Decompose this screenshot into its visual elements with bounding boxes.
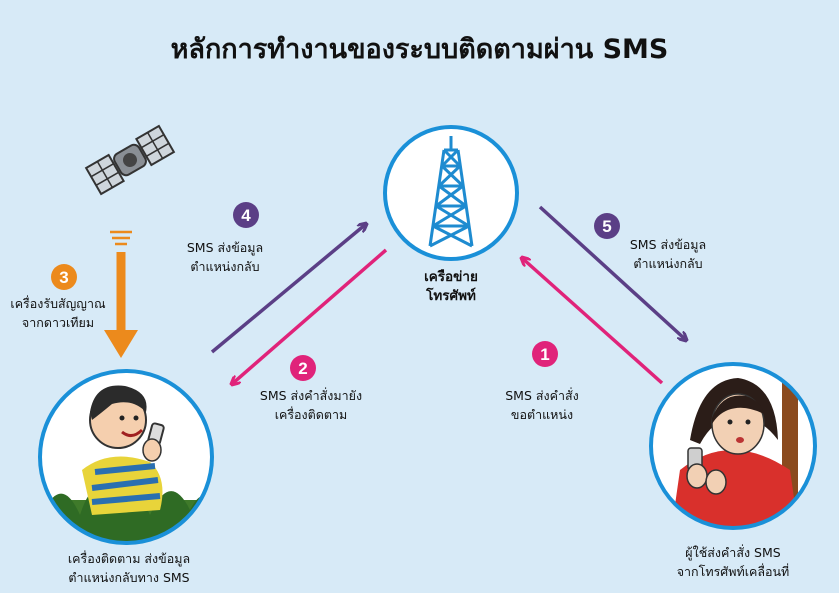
tracker-label-line2: ตำแหน่งกลับทาง SMS: [68, 570, 190, 585]
step-5-line2: ตำแหน่งกลับ: [633, 256, 703, 271]
step-3-line1: เครื่องรับสัญญาณ: [10, 296, 106, 311]
tracker-label-line1: เครื่องติดตาม ส่งข้อมูล: [67, 551, 191, 566]
step-3-text: เครื่องรับสัญญาณ จากดาวเทียม: [0, 294, 116, 332]
step-4-arrow: [210, 224, 366, 354]
step-3-line2: จากดาวเทียม: [21, 315, 95, 330]
step-2-text: SMS ส่งคำสั่งมายัง เครื่องติดตาม: [246, 386, 376, 424]
step-4-line2: ตำแหน่งกลับ: [190, 259, 260, 274]
step-2-number: 2: [298, 359, 307, 378]
step-4-number: 4: [241, 206, 251, 225]
step-3-arrow: [104, 230, 138, 358]
diagram-title: หลักการทำงานของระบบติดตามผ่าน SMS: [170, 34, 669, 65]
step-3-badge: 3: [51, 264, 77, 290]
tower-label-line1: เครือข่าย: [424, 269, 478, 285]
tower-label-line2: โทรศัพท์: [426, 288, 476, 304]
step-4-line1: SMS ส่งข้อมูล: [186, 240, 264, 255]
step-2-line1: SMS ส่งคำสั่งมายัง: [259, 388, 363, 403]
tracker-node: [38, 369, 214, 545]
step-5-arrow: [538, 205, 686, 340]
user-node: [649, 362, 817, 530]
step-1-text: SMS ส่งคำสั่ง ขอตำแหน่ง: [490, 386, 594, 424]
step-3-number: 3: [59, 268, 68, 287]
tracker-label: เครื่องติดตาม ส่งข้อมูล ตำแหน่งกลับทาง S…: [40, 549, 218, 587]
tower-node: [383, 125, 519, 261]
step-5-badge: 5: [594, 213, 620, 239]
tower-label: เครือข่าย โทรศัพท์: [401, 268, 501, 306]
step-4-badge: 4: [233, 202, 259, 228]
step-2-badge: 2: [290, 355, 316, 381]
step-5-number: 5: [602, 217, 611, 236]
step-4-text: SMS ส่งข้อมูล ตำแหน่งกลับ: [170, 238, 280, 276]
satellite-icon: [84, 124, 176, 196]
step-5-text: SMS ส่งข้อมูล ตำแหน่งกลับ: [612, 235, 724, 273]
step-1-number: 1: [540, 345, 549, 364]
step-1-badge: 1: [532, 341, 558, 367]
step-1-arrow: [522, 258, 664, 385]
step-1-line1: SMS ส่งคำสั่ง: [505, 388, 579, 403]
step-1-line2: ขอตำแหน่ง: [510, 407, 574, 422]
step-2-arrow: [232, 248, 388, 384]
user-label-line2: จากโทรศัพท์เคลื่อนที่: [676, 564, 790, 579]
user-label: ผู้ใช้ส่งคำสั่ง SMS จากโทรศัพท์เคลื่อนที…: [648, 543, 818, 581]
step-5-line1: SMS ส่งข้อมูล: [629, 237, 707, 252]
step-2-line2: เครื่องติดตาม: [274, 407, 348, 422]
woman-with-phone-icon: [670, 370, 800, 528]
cell-tower-icon: [428, 136, 474, 248]
user-label-line1: ผู้ใช้ส่งคำสั่ง SMS: [685, 545, 781, 560]
